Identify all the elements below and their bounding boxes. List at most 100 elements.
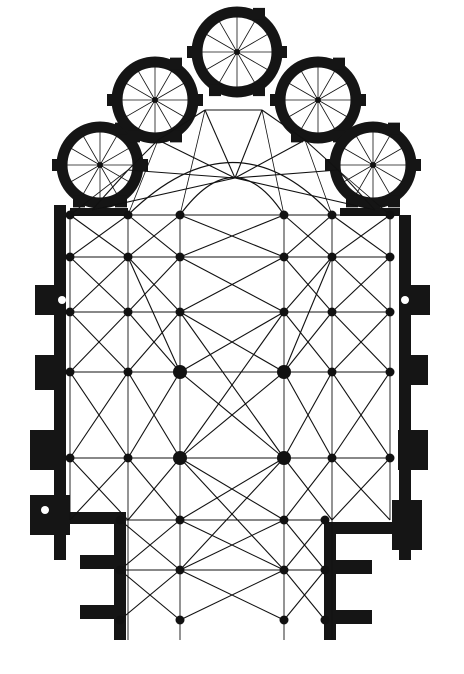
vault-rib <box>283 214 333 258</box>
chapel-rib <box>301 99 319 129</box>
vault-rib <box>234 139 306 179</box>
chapel-rib <box>236 34 268 53</box>
vault-rib <box>127 139 159 216</box>
chapel-rib <box>219 21 238 53</box>
pier <box>385 307 395 317</box>
vault-rib <box>127 139 159 171</box>
chapel-rib <box>99 164 117 194</box>
pier <box>115 615 125 625</box>
transept-wall-right <box>324 522 405 640</box>
vault-rib <box>234 109 263 179</box>
chapel-rib <box>356 164 374 194</box>
buttress <box>330 560 372 574</box>
chapel-rib <box>236 51 255 83</box>
chapel-buttress <box>333 57 345 70</box>
buttress <box>80 555 122 569</box>
vault-rib <box>179 519 285 571</box>
chapel-rib <box>301 71 319 101</box>
chapel-rib <box>126 99 156 117</box>
chapel-rib <box>99 164 129 182</box>
chapel-buttress <box>325 159 337 171</box>
vault-rib <box>337 169 376 211</box>
vault-rib <box>179 311 285 373</box>
vault-rib <box>127 371 181 459</box>
pier <box>175 307 185 317</box>
vault-rib <box>204 109 236 179</box>
chapel-buttress <box>128 130 140 143</box>
chapel-rib <box>344 148 374 166</box>
vault-rib <box>179 371 285 459</box>
chapel-buttress <box>115 195 127 208</box>
vault-rib <box>69 371 129 459</box>
vault-rib <box>127 214 181 258</box>
chapel-buttress <box>209 84 221 97</box>
chapel-rib <box>289 83 319 101</box>
pier <box>175 210 185 220</box>
chapel-keystone <box>152 97 158 103</box>
vault-rib <box>127 311 181 373</box>
vault-rib <box>331 311 391 373</box>
chapel-buttress <box>107 94 119 106</box>
chapel-rib <box>126 83 156 101</box>
chapel-buttress <box>275 46 287 58</box>
pier <box>327 453 337 463</box>
apse-arch <box>179 177 285 216</box>
chapel-rib <box>372 136 390 166</box>
pier <box>65 453 75 463</box>
vault-rib <box>261 109 285 216</box>
pier <box>123 210 133 220</box>
vault-rib <box>283 311 333 373</box>
pier <box>385 210 395 220</box>
chapel-buttress <box>388 122 400 135</box>
vault-rib <box>304 139 339 171</box>
vault-rib <box>234 169 339 179</box>
stair-turret <box>401 296 409 304</box>
buttresses <box>30 285 430 624</box>
pier <box>123 252 133 262</box>
pier <box>123 307 133 317</box>
pier <box>175 615 185 625</box>
chapel-buttress <box>409 159 421 171</box>
chapel-rib <box>138 71 156 101</box>
chapel-keystone <box>234 49 240 55</box>
chapel-buttress <box>354 94 366 106</box>
pier <box>279 252 289 262</box>
chapel-rib <box>154 99 184 117</box>
pier <box>279 210 289 220</box>
chapel-rib <box>317 83 347 101</box>
vault-rib <box>119 519 181 571</box>
chapel-keystone <box>315 97 321 103</box>
vault-rib <box>283 256 333 373</box>
vault-rib <box>179 457 285 571</box>
chapel-rib <box>289 99 319 117</box>
pier <box>279 565 289 575</box>
chapel-rib <box>372 164 390 194</box>
vault-rib <box>331 256 391 313</box>
vault-rib <box>69 214 129 258</box>
vault-rib <box>69 256 129 313</box>
interior-piers <box>65 210 395 625</box>
vault-rib <box>283 256 333 313</box>
chapel-buttress <box>291 130 303 143</box>
pier <box>279 515 289 525</box>
pier <box>320 515 330 525</box>
vault-rib <box>69 169 129 216</box>
main-pier <box>277 365 291 379</box>
vault-rib <box>91 177 236 211</box>
chapel-rib <box>317 99 335 129</box>
chapel-buttress <box>270 94 282 106</box>
vault-rib <box>331 457 391 521</box>
pier <box>385 453 395 463</box>
chapel-buttress <box>191 94 203 106</box>
chapel-rib <box>138 99 156 129</box>
chapel-buttress <box>73 195 85 208</box>
vault-rib <box>283 519 326 571</box>
chapel-buttress <box>253 7 265 20</box>
pier <box>65 307 75 317</box>
chapel-rib <box>356 136 374 166</box>
pier <box>279 307 289 317</box>
pier <box>175 252 185 262</box>
main-pier <box>173 451 187 465</box>
chapel-rib <box>372 164 402 182</box>
chapel-buttress <box>52 159 64 171</box>
